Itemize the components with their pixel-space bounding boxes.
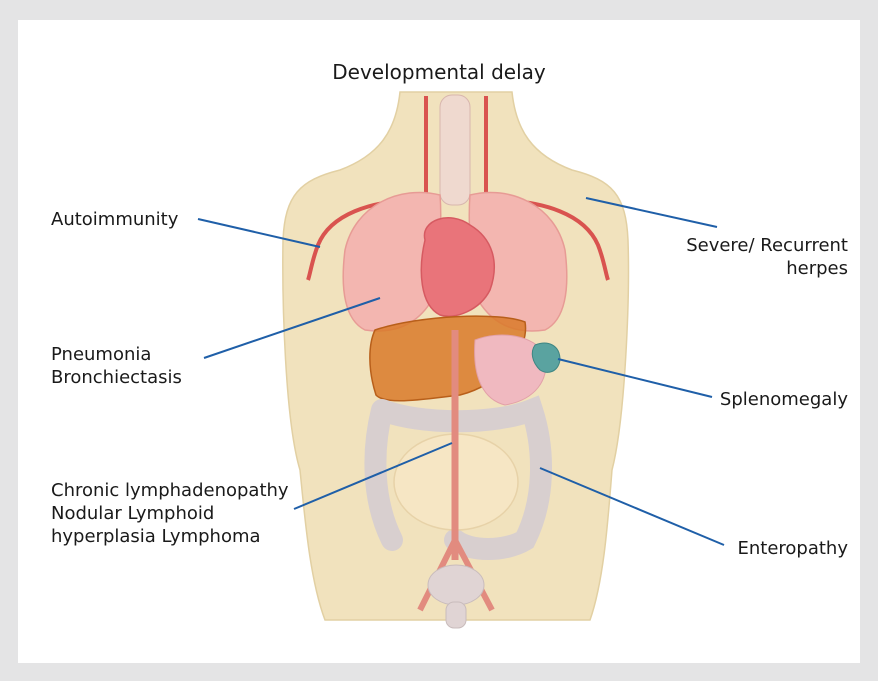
label-pneumonia: Pneumonia Bronchiectasis <box>51 343 182 389</box>
label-herpes-line-1: Severe/ Recurrent <box>686 234 848 257</box>
label-autoimmunity: Autoimmunity <box>51 208 178 231</box>
trachea <box>440 95 470 205</box>
label-splenomegaly-line-1: Splenomegaly <box>720 388 848 411</box>
label-enteropathy-line-1: Enteropathy <box>737 537 848 560</box>
bladder <box>428 565 484 605</box>
label-lymph-line-3: hyperplasia Lymphoma <box>51 525 289 548</box>
label-splenomegaly: Splenomegaly <box>720 388 848 411</box>
label-enteropathy: Enteropathy <box>737 537 848 560</box>
label-pneumonia-line-2: Bronchiectasis <box>51 366 182 389</box>
label-lymph-line-2: Nodular Lymphoid <box>51 502 289 525</box>
label-lymph-line-1: Chronic lymphadenopathy <box>51 479 289 502</box>
urethra <box>446 602 466 628</box>
label-pneumonia-line-1: Pneumonia <box>51 343 182 366</box>
label-autoimmunity-line-1: Autoimmunity <box>51 208 178 231</box>
label-herpes-line-2: herpes <box>686 257 848 280</box>
label-lymph: Chronic lymphadenopathy Nodular Lymphoid… <box>51 479 289 548</box>
label-herpes: Severe/ Recurrent herpes <box>686 234 848 280</box>
